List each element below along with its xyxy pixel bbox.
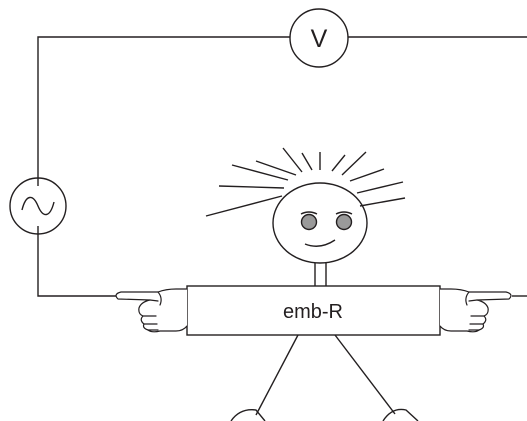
voltmeter-symbol: V [311, 25, 328, 53]
stick-figure [205, 147, 419, 421]
top-wire-left [37, 36, 290, 186]
resistor-label: emb-R [283, 301, 343, 323]
voltmeter-icon [289, 8, 349, 68]
resistor: emb-R [186, 285, 441, 336]
left-leg [255, 334, 299, 416]
left-wire-bottom [37, 226, 118, 297]
voltmeter: V [289, 8, 349, 68]
right-eyebrow [335, 211, 353, 215]
head [272, 182, 368, 264]
right-leg [334, 334, 396, 415]
left-foot [230, 409, 266, 421]
right-eye [335, 213, 353, 231]
sine-wave-icon [21, 196, 55, 216]
ac-source-icon [9, 177, 67, 235]
hair [205, 147, 406, 217]
smile [304, 239, 336, 247]
circuit-wires [37, 36, 527, 297]
right-hand [439, 288, 512, 333]
ac-source [9, 177, 67, 235]
right-foot [382, 408, 419, 421]
left-eye [300, 213, 318, 231]
left-eyebrow [300, 211, 318, 215]
pointing-hand-icon [115, 288, 188, 333]
pointing-hand-icon [439, 288, 512, 333]
left-hand [115, 288, 188, 333]
